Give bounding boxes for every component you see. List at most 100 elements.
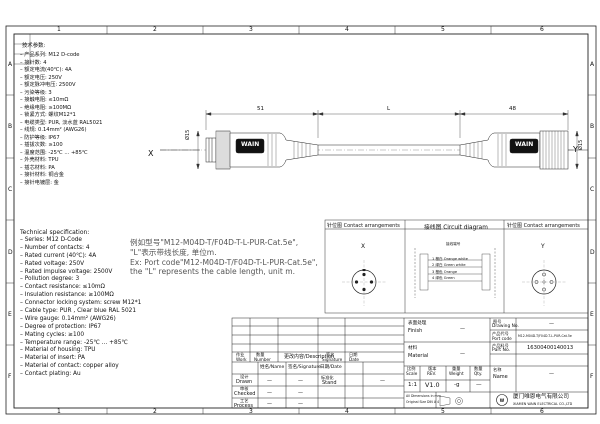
list-item: – Material of insert: PA	[20, 355, 85, 362]
row-letter-d-right: D	[590, 249, 595, 256]
list-item: – Material of contact: copper alloy	[20, 363, 119, 370]
col-number-1-bottom: 1	[57, 408, 61, 415]
checked-sig-dash: —	[298, 390, 303, 396]
list-item: – 接针材料: 铜合金	[20, 172, 64, 178]
sig-cn: 签名	[326, 352, 335, 357]
qty-cn: 数量	[474, 366, 483, 371]
list-item: – Contact plating: Au	[20, 371, 81, 378]
list-item: – 电缆类型: PUR, 淡水蓝 RAL5021	[20, 119, 103, 126]
part-no-value: 16300400140013	[527, 345, 574, 351]
dim-mid-label: L	[387, 106, 391, 112]
weight-value: -g	[454, 382, 460, 388]
date-en: Date	[349, 357, 360, 362]
svg-text:W: W	[500, 398, 505, 403]
process-sig-dash: —	[298, 401, 303, 407]
rev-cn: 版本	[428, 366, 437, 371]
dia-right-label: Ø15	[578, 139, 584, 150]
date-col-label: 日期/Date	[320, 365, 342, 370]
part-no-cn: 产品料号	[492, 343, 509, 348]
list-item: – Pollution degree: 3	[20, 276, 80, 283]
contact-left-header: 针位图 Contact arrangements	[327, 223, 400, 229]
contact-face-x	[342, 260, 386, 306]
sig-en: Signature	[322, 357, 343, 362]
desc-label: 更改内容/Description	[284, 354, 335, 360]
row-letter-c-right: C	[590, 186, 595, 193]
col-number-1: 1	[57, 26, 61, 33]
contact-panels	[324, 219, 589, 314]
drawing-no-en: Drawing No.	[492, 324, 519, 329]
qty-en: Qty.	[474, 371, 483, 376]
list-item: 2 绿白 Green white	[432, 263, 466, 268]
stand-cn: 标准化	[321, 375, 334, 380]
y-end-label: Y	[573, 145, 578, 154]
number-en: Number	[254, 357, 271, 362]
row-letter-b: B	[8, 123, 13, 130]
drawn-cn: 设计	[240, 374, 249, 379]
list-item: – 线规: 0.14mm² (AWG26)	[20, 127, 87, 133]
example-line: Ex: Port code"M12-M04D-T/F04D-T-L-PUR-Ca…	[130, 257, 318, 267]
list-item: – 温度范围: -25℃ ... +85℃	[20, 149, 88, 156]
row-letter-b-right: B	[590, 123, 595, 130]
company-logo: W	[496, 394, 508, 406]
dimension-lines	[196, 110, 579, 170]
list-item: – Series: M12 D-Code	[20, 237, 82, 243]
contact-face-y	[522, 260, 566, 306]
list-item: – Mating cycles: ≥100	[20, 331, 85, 338]
sig-col-label: 签名/Signature	[288, 365, 321, 370]
list-item: – 绝缘电阻: ≥100MΩ	[20, 104, 72, 111]
material-en: Material	[408, 353, 429, 359]
list-item: – Connector locking system: screw M12*1	[20, 300, 142, 307]
list-item: – 额定电流(40℃): 4A	[20, 67, 72, 73]
contact-right-label: Y	[541, 243, 545, 250]
date-cn: 日期	[349, 352, 358, 357]
brand-right-label: WAIN	[515, 141, 534, 148]
circuit-title: 接线端号	[446, 242, 461, 246]
work-cn: 作业	[236, 352, 245, 357]
tech-params-cn-list: – 产品系列: M12 D-code – 接针数: 4 – 额定电流(40℃):…	[20, 52, 102, 187]
cable	[318, 144, 460, 156]
name-value: —	[549, 371, 554, 377]
scale-en: Scale	[406, 371, 418, 376]
dim-left-label: 51	[257, 106, 264, 112]
name-en: Name	[493, 374, 508, 380]
row-letter-f: F	[8, 373, 12, 380]
tolerance-line-1: All Dimensions in mm	[406, 394, 441, 398]
contact-left-label: X	[361, 243, 366, 250]
work-en: Work	[236, 357, 247, 362]
row-letter-e-right: E	[590, 311, 594, 318]
list-item: – 锁紧方式: 螺纹M12*1	[20, 112, 76, 118]
x-end-label: X	[148, 149, 154, 158]
checked-en: Checked	[234, 391, 256, 397]
col-number-2: 2	[153, 26, 157, 33]
qty-value: —	[476, 382, 482, 388]
circuit-diagram	[414, 248, 496, 298]
list-item: – 接触电阻: ≤10mΩ	[20, 97, 69, 103]
col-number-2-bottom: 2	[153, 408, 157, 415]
process-dash: —	[267, 401, 272, 407]
stand-en: Stand	[322, 380, 337, 386]
list-item: – 污染等级: 3	[20, 89, 52, 96]
drawn-dash: —	[267, 378, 272, 384]
left-connector	[205, 130, 319, 170]
tolerance-line-2: Original Size DIN A 4	[406, 400, 440, 404]
top-zone-ticks	[6, 26, 596, 414]
brand-left-label: WAIN	[241, 141, 260, 148]
projection-symbol-icon	[439, 395, 463, 407]
list-item: – Cable type: PUR , Clear blue RAL 5021	[20, 308, 137, 315]
example-text: 例如型号"M12-M04D-T/F04D-T-L-PUR-Cat.5e", "L…	[130, 238, 318, 277]
col-number-5: 5	[441, 26, 445, 33]
drawn-en: Drawn	[236, 379, 253, 385]
rev-value: V1.0	[425, 381, 440, 389]
row-letter-a: A	[8, 61, 13, 68]
list-item: – 插拔次数: ≥100	[20, 142, 63, 148]
list-item: – 接针数: 4	[20, 59, 47, 66]
material-cn: 材料	[408, 346, 418, 351]
port-code-cn: 产品代号	[492, 331, 509, 336]
name-col-label: 姓名/Name	[260, 365, 285, 370]
list-item: 1 橙白 Orange white	[432, 257, 469, 261]
row-letter-f-right: F	[590, 373, 594, 380]
list-item: – Rated current (40℃): 4A	[20, 252, 97, 259]
rev-en: REV.	[427, 371, 437, 376]
list-item: – 外壳材料: TPU	[20, 157, 59, 163]
